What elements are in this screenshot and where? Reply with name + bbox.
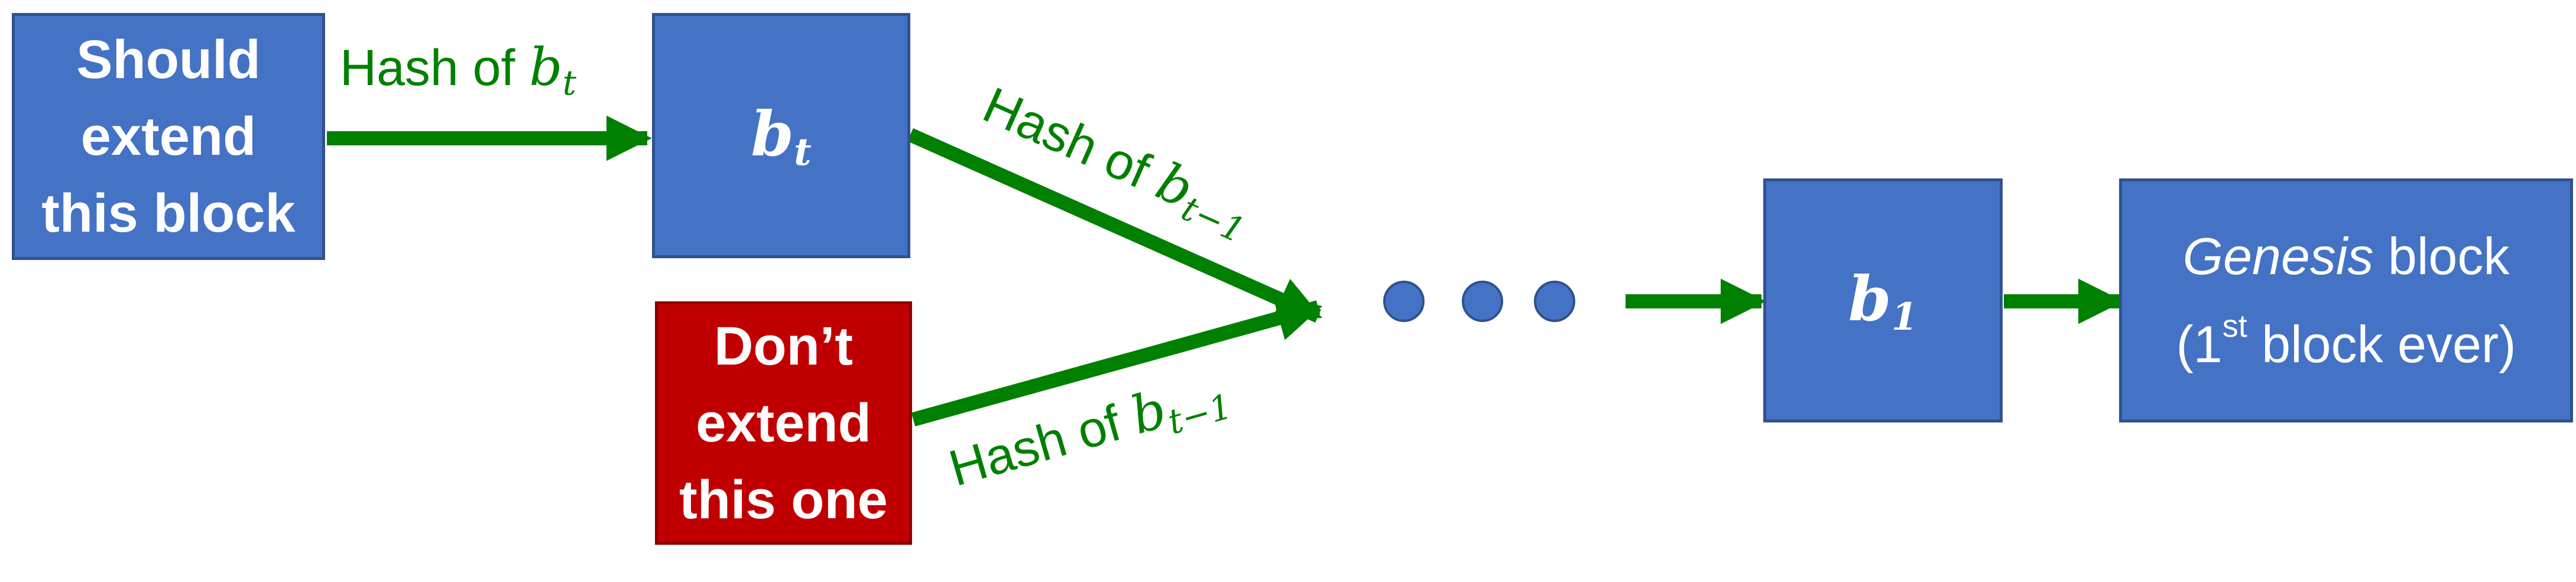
box-line: this one <box>679 470 888 530</box>
block-bt-label: bt <box>751 97 812 174</box>
ellipsis-dot <box>1462 281 1503 322</box>
block-b1-label: b1 <box>1848 262 1918 339</box>
block-should-extend: Should extend this block <box>12 13 325 260</box>
box-line: extend <box>696 393 871 453</box>
block-dont-extend: Don’t extend this one <box>655 301 912 545</box>
block-genesis: Genesis block (1st block ever) <box>2119 178 2573 422</box>
box-line: Don’t <box>713 316 854 376</box>
arrow-dont-extend-to-chain <box>911 296 1323 427</box>
arrow-bt-to-chain <box>907 128 1323 323</box>
block-b1: b1 <box>1763 178 2003 422</box>
box-line: Should <box>76 30 261 90</box>
box-line: this block <box>41 183 296 243</box>
ellipsis-dot <box>1383 281 1425 322</box>
box-line: extend <box>80 106 257 167</box>
genesis-line-1: Genesis block <box>2182 226 2510 285</box>
block-bt: bt <box>652 13 910 258</box>
label-hash-bt: Hash of bt <box>340 37 576 103</box>
ellipsis-dot <box>1534 281 1575 322</box>
genesis-line-2: (1st block ever) <box>2176 308 2516 374</box>
